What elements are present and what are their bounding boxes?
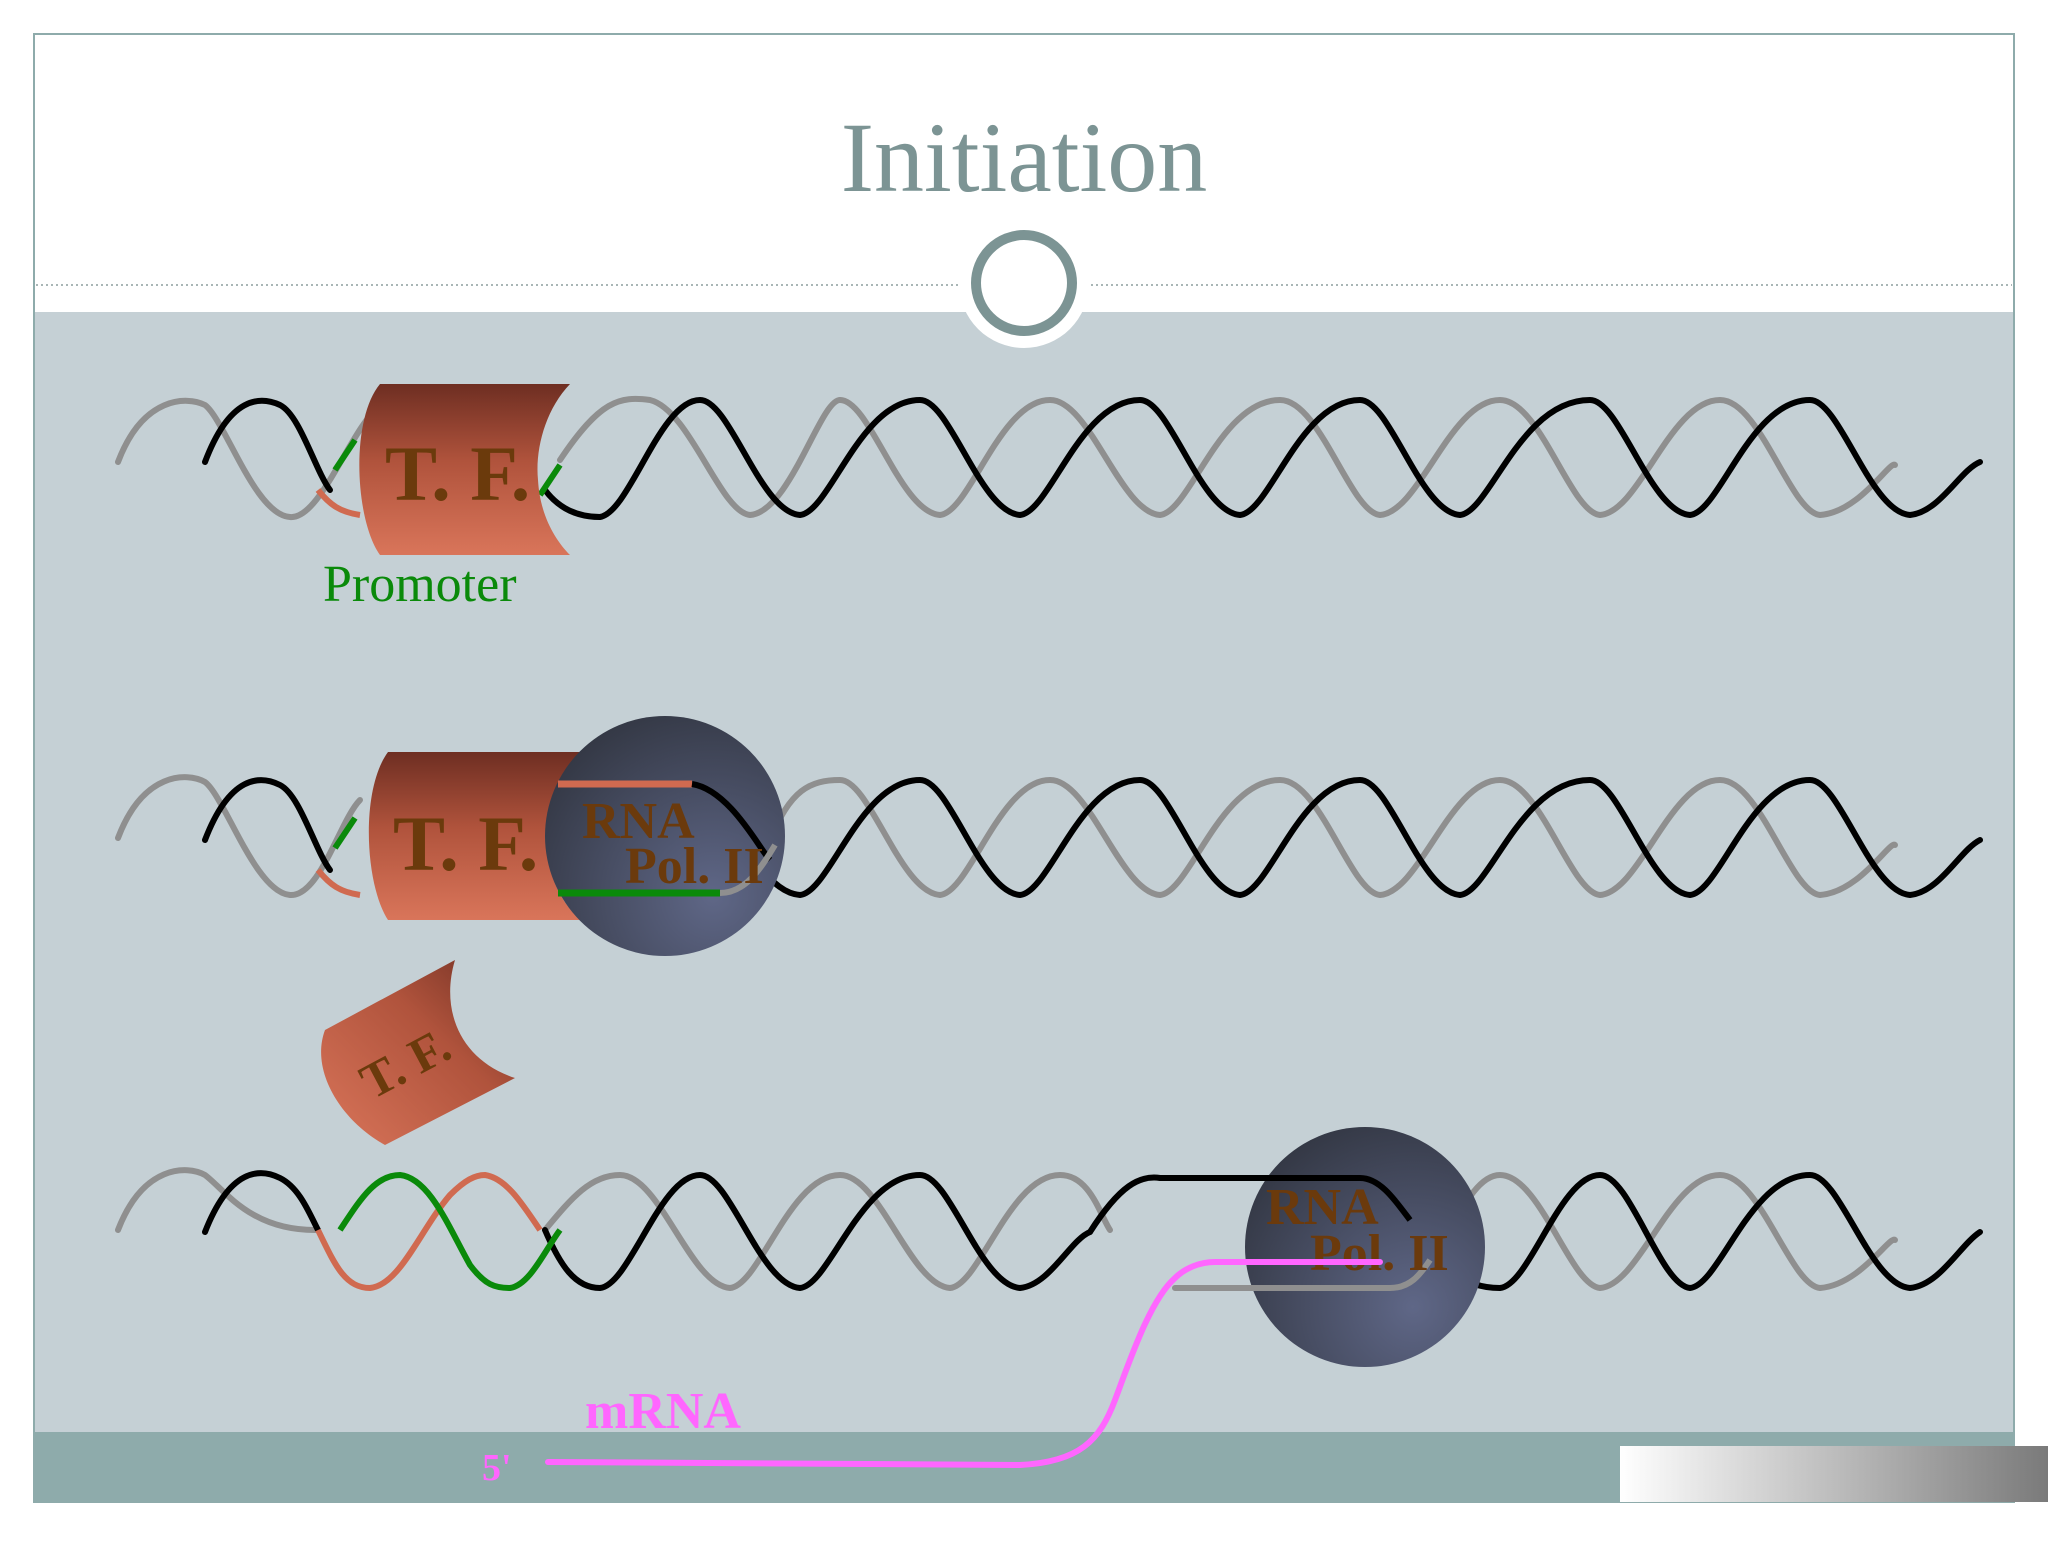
transcription-factor-1: T. F.: [359, 384, 570, 555]
mrna-strand: [545, 1259, 1383, 1469]
promoter-segment-right: [537, 463, 563, 497]
open-strand-bottom: [1185, 1258, 1433, 1291]
pol-label-2: Pol. II: [1310, 1225, 1449, 1282]
tf-binding-site: [315, 868, 361, 898]
corner-gradient: [1620, 1446, 2048, 1502]
open-strand-bottom-exit: [719, 843, 778, 896]
dark-strand: [202, 396, 1983, 521]
mrna-label: mRNA: [585, 1383, 741, 1440]
rna-label-1: RNA: [582, 793, 695, 850]
transcription-factor-2: T. F.: [368, 752, 580, 920]
tf-label-1: T. F.: [385, 430, 530, 517]
rna-polymerase-ii-2: RNA Pol. II: [1175, 1127, 1485, 1367]
dark-strand: [202, 776, 1983, 899]
promoter-label: Promoter: [323, 556, 517, 613]
tf-binding-site: [315, 488, 361, 518]
released-transcription-factor: T. F.: [321, 960, 515, 1145]
circle-ornament-icon: [971, 230, 1077, 336]
open-strand-top: [1175, 1175, 1413, 1222]
promoter-segment: [332, 816, 358, 850]
promoter-region: [337, 1171, 563, 1292]
slide-title: Initiation: [840, 102, 1208, 213]
rna-label-2: RNA: [1266, 1179, 1379, 1236]
light-strand: [115, 774, 1898, 899]
promoter-segment: [332, 438, 358, 472]
tf-label-2: T. F.: [393, 800, 538, 887]
five-prime-label: 5': [482, 1447, 512, 1489]
dna-helix-row-1: [115, 395, 1983, 521]
dna-helix-row-2: [115, 774, 1983, 899]
tf-binding-site: [315, 1171, 543, 1292]
rna-polymerase-ii-1: RNA Pol. II: [545, 716, 785, 956]
pol-label-1: Pol. II: [625, 838, 764, 895]
